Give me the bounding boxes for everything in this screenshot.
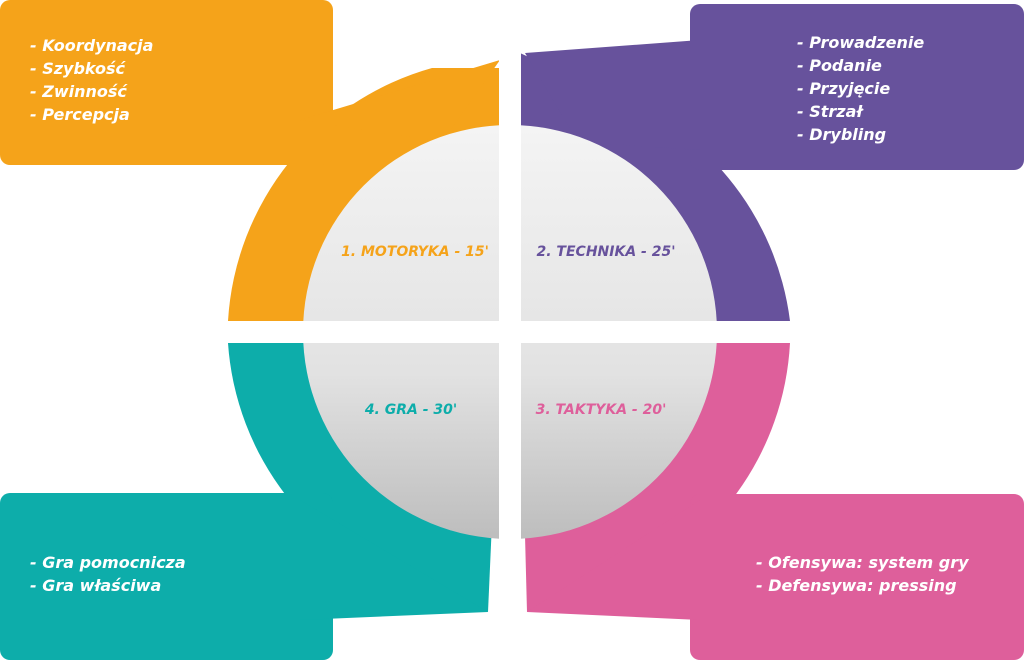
taktyka-item: - Defensywa: pressing bbox=[756, 576, 957, 595]
technika-box bbox=[690, 4, 1024, 170]
motoryka-box bbox=[0, 0, 333, 165]
gra-label: 4. GRA - 30' bbox=[364, 402, 457, 418]
taktyka-label: 3. TAKTYKA - 20' bbox=[536, 402, 667, 418]
technika-label: 2. TECHNIKA - 25' bbox=[537, 244, 676, 260]
taktyka-arrow bbox=[527, 500, 700, 620]
gra-item: - Gra właściwa bbox=[30, 576, 161, 595]
taktyka-box bbox=[690, 494, 1024, 660]
motoryka-arrow bbox=[300, 60, 500, 142]
technika-item: - Strzał bbox=[797, 102, 864, 121]
motoryka-item: - Koordynacja bbox=[30, 36, 153, 55]
motoryka-item: - Percepcja bbox=[30, 105, 130, 124]
gra-box bbox=[0, 493, 333, 660]
technika-arrow bbox=[525, 40, 700, 150]
technika-item: - Drybling bbox=[797, 125, 886, 144]
gra-arrow bbox=[300, 500, 488, 620]
horizontal-divider bbox=[200, 321, 824, 343]
motoryka-item: - Szybkość bbox=[30, 59, 127, 78]
motoryka-item: - Zwinność bbox=[30, 82, 128, 101]
taktyka-item: - Ofensywa: system gry bbox=[756, 553, 969, 572]
gra-item: - Gra pomocnicza bbox=[30, 553, 186, 572]
technika-item: - Przyjęcie bbox=[797, 79, 890, 98]
technika-item: - Prowadzenie bbox=[797, 33, 924, 52]
technika-item: - Podanie bbox=[797, 56, 882, 75]
motoryka-label: 1. MOTORYKA - 15' bbox=[341, 244, 489, 260]
